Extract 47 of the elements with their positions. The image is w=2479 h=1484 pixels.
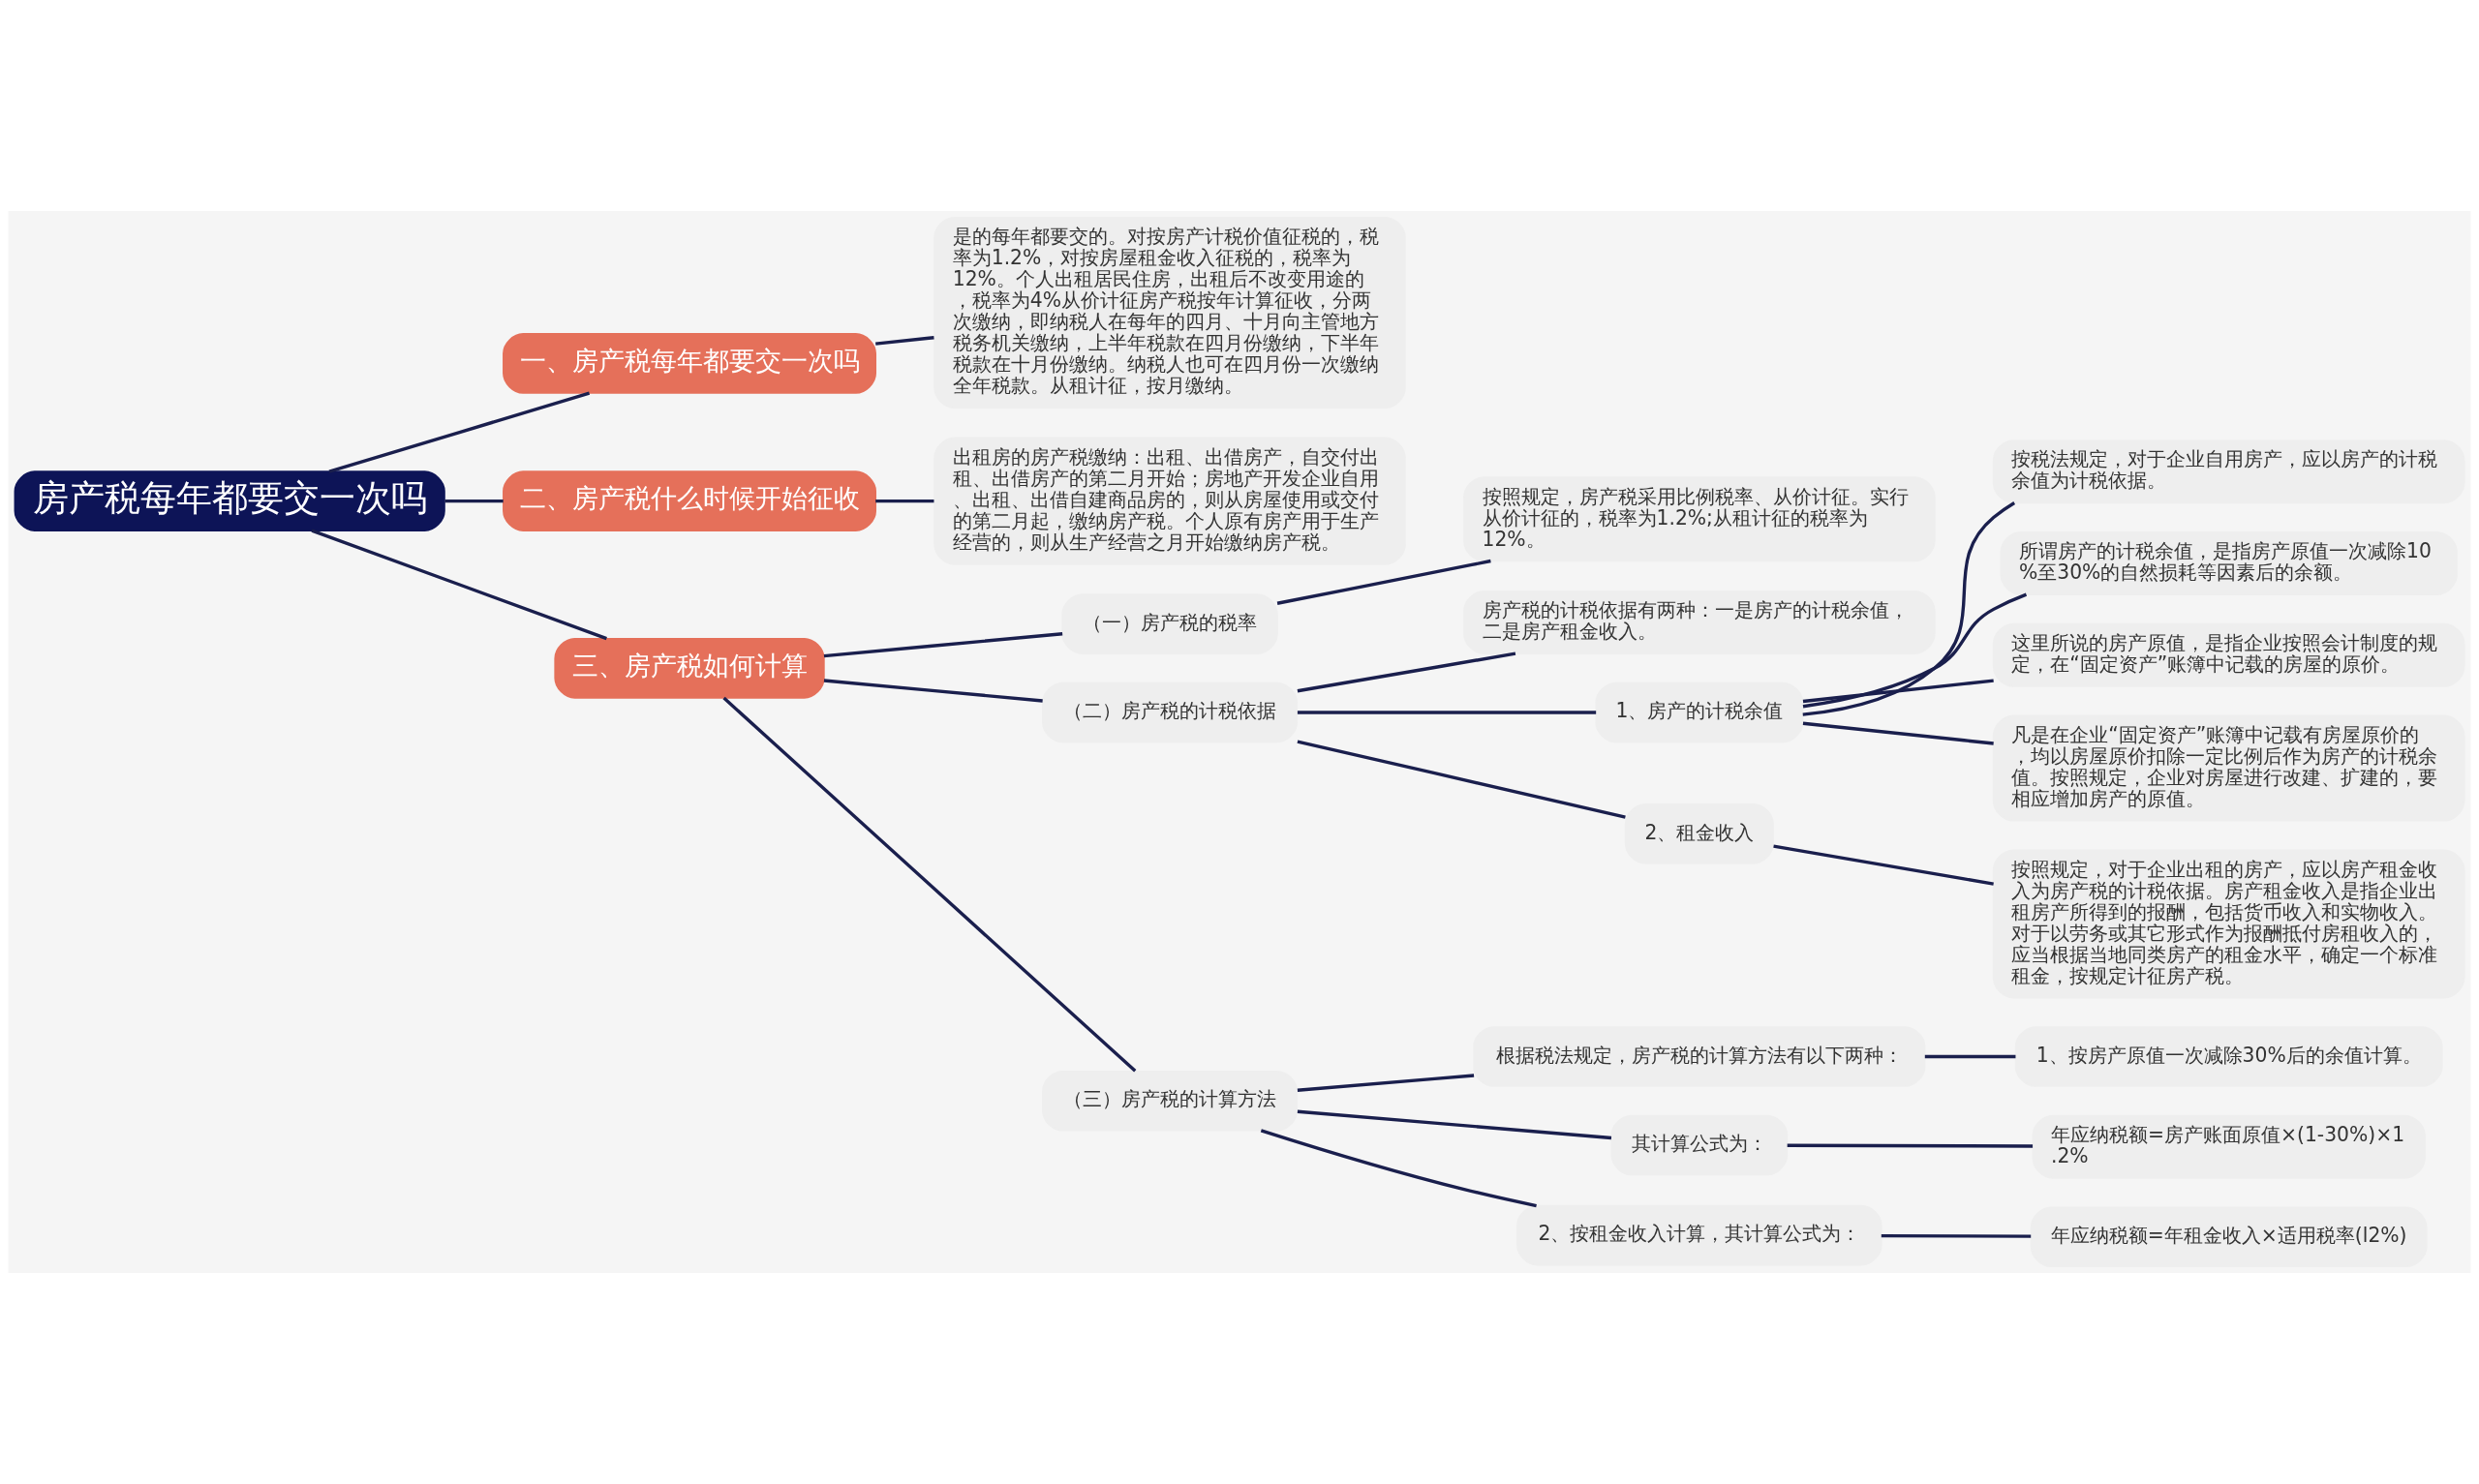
node-box: 按照规定，房产税采用比例税率、从价计征。实行从价计征的，税率为1.2%;从租计征的税率为12%。 bbox=[1463, 476, 1936, 562]
node-box: 是的每年都要交的。对按房产计税价值征税的，税率为1.2%，对按房屋租金收入征税的，税率为12%。个人出租居民住房，出租后不改变用途的，税率为4%从价计征房产税按年计算征收，分两次缴纳，即纳税人在每年的四月、十月向主管地方税务机关缴纳，上半年税款在四月份缴纳，下半年税款在十月份缴纳。纳税人也可在四月份一次缴纳全年税款。从租计征，按月缴纳。 bbox=[933, 216, 1406, 409]
connector bbox=[823, 679, 1043, 703]
node-box: 年应纳税额=年租金收入×适用税率(l2%) bbox=[2030, 1206, 2428, 1268]
node-box: （二）房产税的计税依据 bbox=[1042, 681, 1299, 743]
connector bbox=[1297, 711, 1597, 714]
node-box: （三）房产税的计算方法 bbox=[1042, 1070, 1299, 1132]
connector bbox=[1924, 1054, 2016, 1059]
connector bbox=[1297, 740, 1626, 819]
node-box: 二、房产税什么时候开始征收 bbox=[503, 470, 877, 531]
connector bbox=[1881, 1233, 2032, 1238]
connector bbox=[875, 336, 934, 346]
connector bbox=[1297, 1074, 1475, 1092]
node-box: （一）房产税的税率 bbox=[1061, 593, 1278, 654]
connector bbox=[823, 632, 1063, 658]
connector bbox=[1276, 559, 1491, 605]
node-box: 这里所说的房产原值，是指企业按照会计制度的规定，在“固定资产”账簿中记载的房屋的原价。 bbox=[1992, 622, 2465, 687]
connector bbox=[1260, 1129, 1537, 1208]
connector bbox=[722, 696, 1137, 1073]
connector bbox=[875, 499, 934, 503]
node-box: 1、按房产原值一次减除30%后的余值计算。 bbox=[2014, 1026, 2443, 1087]
node-box: 一、房产税每年都要交一次吗 bbox=[503, 333, 877, 394]
connector bbox=[1297, 1109, 1612, 1140]
node-box: 按照规定，对于企业出租的房产，应以房产租金收入为房产税的计税依据。房产租金收入是指企业出租房产所得到的报酬，包括货币收入和实物收入。对于以劳务或其它形式作为报酬抵付房租收入的，应当根据当地同类房产的租金水平，确定一个标准租金，按规定计征房产税。 bbox=[1992, 849, 2465, 999]
connector bbox=[444, 499, 504, 503]
connector bbox=[1802, 679, 1994, 704]
node-box: 凡是在企业“固定资产”账簿中记载有房屋原价的，均以房屋原价扣除一定比例后作为房产的计税余值。按照规定，企业对房屋进行改建、扩建的，要相应增加房产的原值。 bbox=[1992, 714, 2465, 822]
node-box: 出租房的房产税缴纳：出租、出借房产，自交付出租、出借房产的第二月开始；房地产开发企业自用、出租、出借自建商品房的，则从房屋使用或交付的第二月起，缴纳房产税。个人原有房产用于生产经营的，则从生产经营之月开始缴纳房产税。 bbox=[933, 437, 1406, 565]
node-box: 其计算公式为： bbox=[1610, 1114, 1789, 1176]
node-box: 所谓房产的计税余值，是指房产原值一次减除10%至30%的自然损耗等因素后的余额。 bbox=[2000, 530, 2458, 595]
node-box: 2、租金收入 bbox=[1624, 803, 1774, 864]
connector bbox=[1802, 592, 2028, 709]
node-box: 年应纳税额=房产账面原值×(1-30%)×1.2% bbox=[2032, 1114, 2426, 1179]
connector bbox=[1802, 721, 1994, 745]
connector bbox=[1297, 651, 1516, 693]
node-box: 三、房产税如何计算 bbox=[554, 638, 825, 699]
node-box: 根据税法规定，房产税的计算方法有以下两种： bbox=[1473, 1026, 1926, 1087]
node-box: 1、房产的计税余值 bbox=[1595, 681, 1804, 743]
connector bbox=[1802, 501, 2016, 716]
node-box: 按税法规定，对于企业自用房产，应以房产的计税余值为计税依据。 bbox=[1992, 439, 2465, 504]
connector bbox=[1773, 844, 1994, 886]
connector bbox=[328, 391, 591, 473]
connector bbox=[311, 529, 607, 641]
node-box: 房产税的计税依据有两种：一是房产的计税余值，二是房产租金收入。 bbox=[1463, 590, 1936, 654]
node-box: 房产税每年都要交一次吗 bbox=[14, 470, 445, 531]
node-box: 2、按租金收入计算，其计算公式为： bbox=[1516, 1204, 1882, 1266]
connector bbox=[1787, 1143, 2034, 1148]
